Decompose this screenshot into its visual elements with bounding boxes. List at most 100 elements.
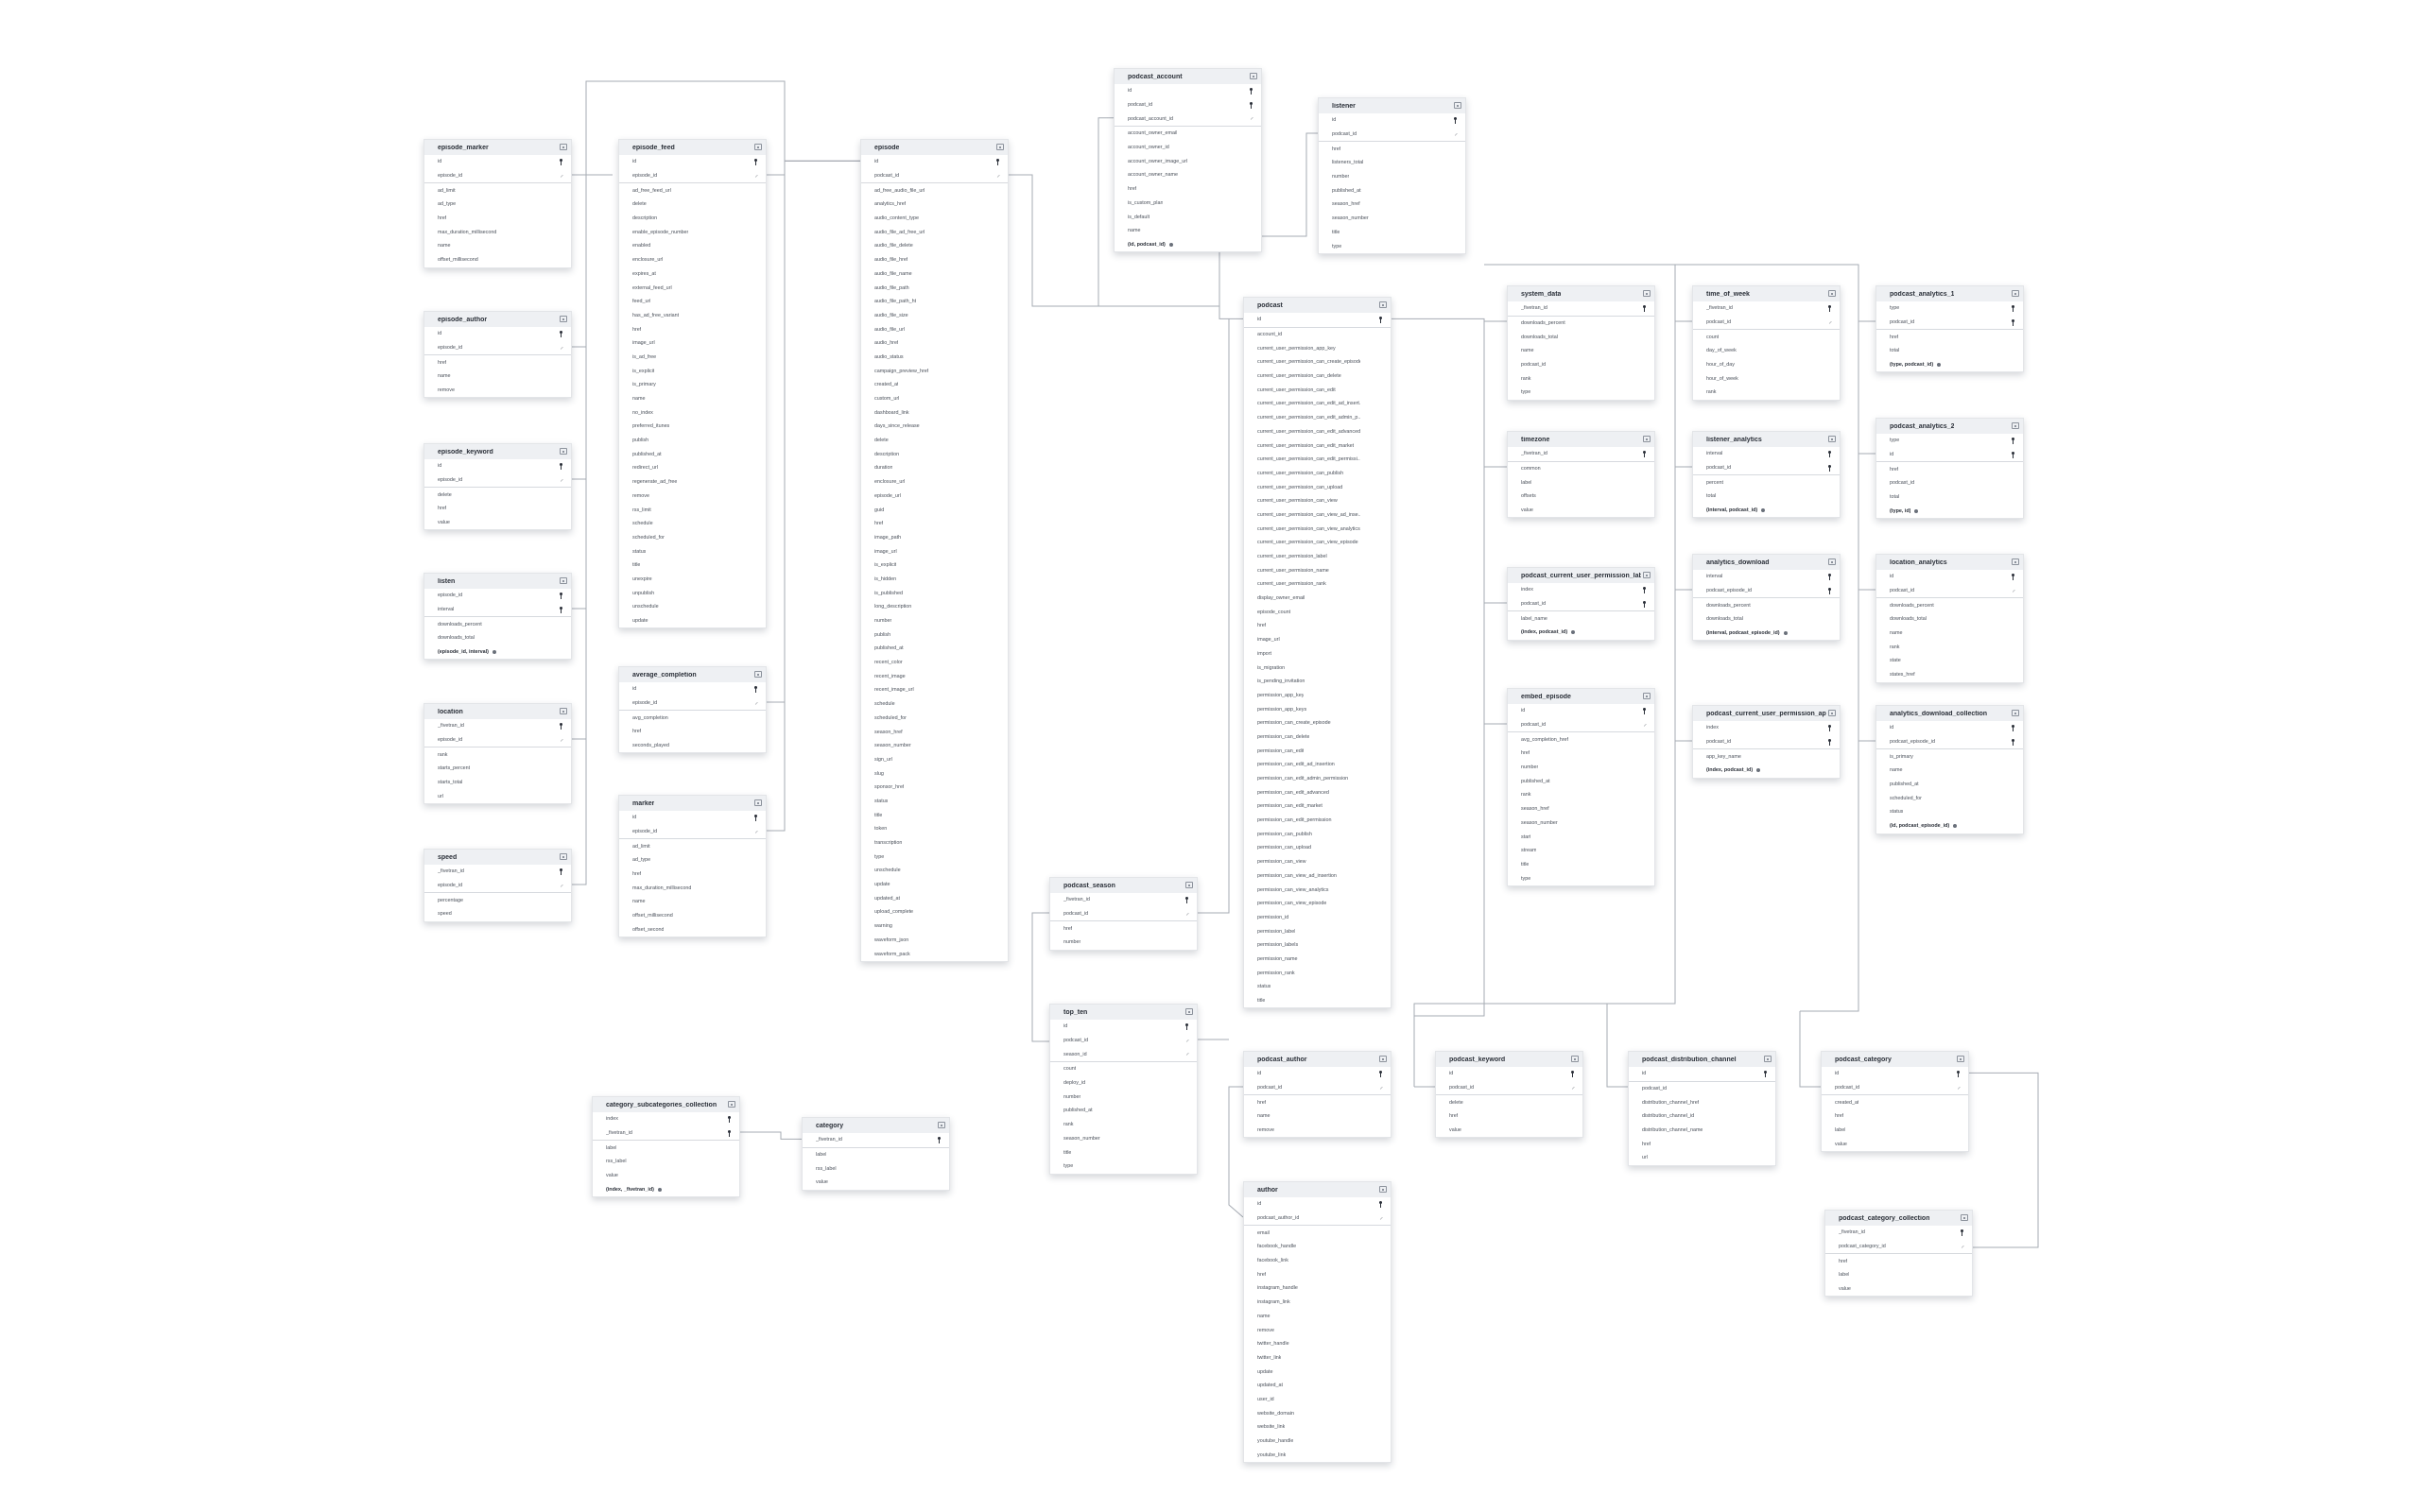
column-row[interactable]: href — [1244, 619, 1391, 633]
column-row[interactable]: permission_can_edit_advanced — [1244, 785, 1391, 799]
column-row[interactable]: permission_rank — [1244, 966, 1391, 980]
table-header[interactable]: podcast_analytics_1 — [1876, 286, 2023, 301]
column-row[interactable]: podcast_id — [1508, 597, 1654, 612]
table-header[interactable]: time_of_week — [1693, 286, 1840, 301]
column-row[interactable]: youtube_handle — [1244, 1435, 1391, 1449]
table-options-icon[interactable] — [1828, 290, 1836, 297]
column-row[interactable]: podcast_id⸝ — [1436, 1081, 1582, 1096]
column-row[interactable]: youtube_link — [1244, 1448, 1391, 1462]
column-row[interactable]: scheduled_for — [1876, 791, 2023, 805]
table-header[interactable]: podcast_analytics_2 — [1876, 419, 2023, 434]
column-row[interactable]: display_owner_email — [1244, 592, 1391, 606]
column-row[interactable]: instagram_link — [1244, 1296, 1391, 1310]
composite-index-row[interactable]: (index, podcast_id) — [1693, 764, 1840, 778]
column-row[interactable]: podcast_id — [1693, 735, 1840, 750]
column-row[interactable]: permission_app_keys — [1244, 702, 1391, 716]
column-row[interactable]: campaign_preview_href — [861, 364, 1008, 378]
column-row[interactable]: offset_second — [619, 923, 766, 937]
column-row[interactable]: status — [861, 795, 1008, 809]
column-row[interactable]: permission_can_view_episode — [1244, 897, 1391, 911]
column-row[interactable]: current_user_permission_can_edit_ad_inse… — [1244, 397, 1391, 411]
column-row[interactable]: recent_color — [861, 656, 1008, 670]
column-row[interactable]: audio_file_path_ht — [861, 295, 1008, 309]
column-row[interactable]: seconds_played — [619, 739, 766, 753]
column-row[interactable]: label — [1822, 1124, 1968, 1138]
column-row[interactable]: downloads_percent — [1508, 317, 1654, 331]
column-row[interactable]: updated_at — [1244, 1379, 1391, 1393]
table-header[interactable]: podcast_keyword — [1436, 1052, 1582, 1067]
column-row[interactable]: ad_free_audio_file_url — [861, 183, 1008, 198]
column-row[interactable]: podcast_id⸝ — [1822, 1081, 1968, 1096]
column-row[interactable]: id — [1244, 1197, 1391, 1211]
table-header[interactable]: podcast_category_collection — [1825, 1211, 1972, 1226]
column-row[interactable]: current_user_permission_can_view_ad_inse… — [1244, 508, 1391, 523]
table-options-icon[interactable] — [1828, 436, 1836, 442]
column-row[interactable]: href — [619, 322, 766, 336]
column-row[interactable]: title — [619, 558, 766, 573]
column-row[interactable]: twitter_handle — [1244, 1337, 1391, 1351]
column-row[interactable]: name — [619, 392, 766, 406]
column-row[interactable]: podcast_author_id⸝ — [1244, 1211, 1391, 1227]
column-row[interactable]: distribution_channel_href — [1629, 1095, 1775, 1109]
column-row[interactable]: current_user_permission_app_key — [1244, 341, 1391, 355]
composite-index-row[interactable]: (interval, podcast_id) — [1693, 504, 1840, 518]
column-row[interactable]: update — [861, 878, 1008, 892]
column-row[interactable]: href — [1319, 142, 1465, 156]
column-row[interactable]: id — [1244, 1067, 1391, 1081]
column-row[interactable]: podcast_id — [1876, 316, 2023, 331]
column-row[interactable]: app_key_name — [1693, 749, 1840, 764]
column-row[interactable]: current_user_permission_can_edit_market — [1244, 438, 1391, 453]
column-row[interactable]: preferred_itunes — [619, 420, 766, 434]
composite-index-row[interactable]: (type, id) — [1876, 504, 2023, 518]
column-row[interactable]: updated_at — [861, 891, 1008, 905]
column-row[interactable]: enclosure_url — [861, 475, 1008, 490]
table-header[interactable]: embed_episode — [1508, 689, 1654, 704]
column-row[interactable]: value — [1822, 1137, 1968, 1151]
column-row[interactable]: is_ad_free — [619, 351, 766, 365]
table-options-icon[interactable] — [2012, 558, 2019, 565]
column-row[interactable]: type — [1508, 871, 1654, 885]
column-row[interactable]: podcast_id — [1508, 358, 1654, 372]
column-row[interactable]: current_user_permission_label — [1244, 550, 1391, 564]
column-row[interactable]: long_description — [861, 600, 1008, 614]
table-header[interactable]: episode_feed — [619, 140, 766, 155]
column-row[interactable]: max_duration_millisecond — [619, 881, 766, 895]
column-row[interactable]: email — [1244, 1226, 1391, 1240]
column-row[interactable]: regenerate_ad_free — [619, 475, 766, 490]
table-header[interactable]: average_completion — [619, 667, 766, 682]
column-row[interactable]: description — [861, 447, 1008, 461]
column-row[interactable]: permission_can_upload — [1244, 841, 1391, 855]
column-row[interactable]: id — [1436, 1067, 1582, 1081]
column-row[interactable]: id — [1822, 1067, 1968, 1081]
column-row[interactable]: permission_name — [1244, 953, 1391, 967]
column-row[interactable]: schedule — [861, 697, 1008, 712]
table-header[interactable]: speed — [424, 850, 571, 865]
column-row[interactable]: has_ad_free_variant — [619, 309, 766, 323]
column-row[interactable]: rank — [1876, 640, 2023, 654]
column-row[interactable]: total — [1876, 490, 2023, 505]
column-row[interactable]: remove — [1244, 1124, 1391, 1138]
column-row[interactable]: is_published — [861, 586, 1008, 600]
column-row[interactable]: total — [1693, 490, 1840, 504]
table-header[interactable]: episode_author — [424, 312, 571, 327]
column-row[interactable]: instagram_handle — [1244, 1281, 1391, 1296]
column-row[interactable]: audio_status — [861, 351, 1008, 365]
column-row[interactable]: token — [861, 822, 1008, 836]
column-row[interactable]: value — [424, 516, 571, 530]
column-row[interactable]: id — [424, 327, 571, 341]
table-options-icon[interactable] — [560, 708, 567, 714]
table-header[interactable]: podcast_account — [1115, 69, 1261, 84]
column-row[interactable]: publish — [619, 434, 766, 448]
column-row[interactable]: name — [1244, 1109, 1391, 1124]
column-row[interactable]: episode_id⸝ — [424, 879, 571, 894]
column-row[interactable]: waveform_json — [861, 934, 1008, 948]
column-row[interactable]: episode_id⸝ — [619, 169, 766, 184]
column-row[interactable]: distribution_channel_id — [1629, 1109, 1775, 1124]
table-header[interactable]: timezone — [1508, 432, 1654, 447]
column-row[interactable]: image_path — [861, 531, 1008, 545]
